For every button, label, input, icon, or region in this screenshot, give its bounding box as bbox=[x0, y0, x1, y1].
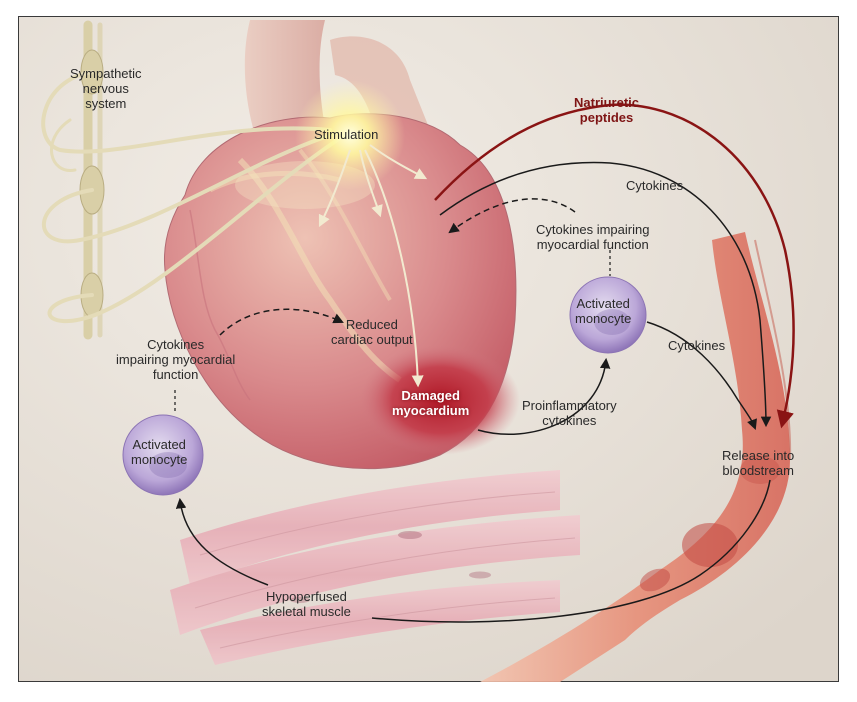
release-label: Release into bloodstream bbox=[722, 448, 794, 478]
activated-monocyte-left-cell bbox=[122, 414, 204, 496]
stimulation-fibers bbox=[318, 144, 428, 388]
impairing-left-line: function bbox=[152, 367, 199, 382]
figure-border bbox=[18, 16, 839, 682]
reduced-output-line: cardiac output bbox=[331, 332, 413, 347]
impairing-left-line: impairing myocardial bbox=[116, 352, 236, 367]
proinflammatory-line: cytokines bbox=[542, 413, 597, 428]
stimulation-label: Stimulation bbox=[314, 127, 379, 142]
proinflammatory-arrow bbox=[477, 357, 611, 435]
natriuretic-label: Natriuretic peptides bbox=[574, 95, 639, 125]
red-blood-cell bbox=[682, 523, 738, 567]
reduced-output-line: Reduced bbox=[345, 317, 398, 332]
sympathetic-nerve-chain bbox=[41, 20, 347, 340]
hypoperfused-label: Hypoperfused skeletal muscle bbox=[262, 589, 351, 619]
cytokines-top-arrow bbox=[439, 161, 772, 428]
cytokines-impairing-left-label: Cytokines impairing myocardial function bbox=[116, 337, 235, 382]
red-blood-cell bbox=[639, 568, 671, 592]
monocyte-left-line: Activated bbox=[132, 437, 186, 452]
damaged-line: Damaged bbox=[401, 388, 460, 403]
impairing-arrow-left bbox=[219, 308, 344, 336]
proinflammatory-line: Proinflammatory bbox=[522, 398, 617, 413]
sympathetic-label: Sympathetic nervous system bbox=[70, 66, 142, 111]
release-line: Release into bbox=[722, 448, 795, 463]
release-line: bloodstream bbox=[722, 463, 794, 478]
proinflammatory-label: Proinflammatory cytokines bbox=[522, 398, 617, 428]
sympathetic-label-line: Sympathetic bbox=[70, 66, 142, 81]
impairing-arrow-right bbox=[448, 198, 576, 234]
natriuretic-label-line: Natriuretic bbox=[574, 95, 640, 110]
bloodstream-return-line bbox=[371, 479, 771, 623]
impairing-right-line: myocardial function bbox=[536, 237, 649, 252]
reduced-output-label: Reduced cardiac output bbox=[331, 317, 413, 347]
damaged-myocardium-label: Damaged myocardium bbox=[392, 388, 469, 418]
impairing-right-line: Cytokines impairing bbox=[536, 222, 650, 237]
impairing-left-line: Cytokines bbox=[147, 337, 205, 352]
damaged-area bbox=[360, 345, 520, 455]
blood-vessel bbox=[480, 232, 792, 682]
cytokines-impairing-right-label: Cytokines impairing myocardial function bbox=[536, 222, 649, 252]
stimulation-glow bbox=[295, 80, 405, 190]
activated-monocyte-right-cell bbox=[569, 276, 647, 354]
hypoperfused-line: Hypoperfused bbox=[265, 589, 347, 604]
natriuretic-arrow bbox=[434, 103, 795, 429]
hypoperfused-arrow bbox=[175, 497, 269, 586]
activated-monocyte-right-label: Activated monocyte bbox=[575, 296, 631, 326]
monocyte-right-line: monocyte bbox=[575, 311, 632, 326]
cytokines-mid-label: Cytokines bbox=[668, 338, 726, 353]
cytokines-top-label: Cytokines bbox=[626, 178, 684, 193]
monocyte-left-line: monocyte bbox=[131, 452, 188, 467]
natriuretic-label-line: peptides bbox=[579, 110, 634, 125]
hypoperfused-line: skeletal muscle bbox=[262, 604, 351, 619]
sympathetic-label-line: system bbox=[85, 96, 127, 111]
activated-monocyte-left-label: Activated monocyte bbox=[131, 437, 187, 467]
sympathetic-label-line: nervous bbox=[82, 81, 129, 96]
skeletal-muscle bbox=[170, 470, 580, 665]
cytokines-mid-arrow bbox=[646, 321, 757, 430]
damaged-line: myocardium bbox=[392, 403, 470, 418]
red-blood-cell bbox=[740, 456, 780, 484]
monocyte-right-line: Activated bbox=[576, 296, 630, 311]
